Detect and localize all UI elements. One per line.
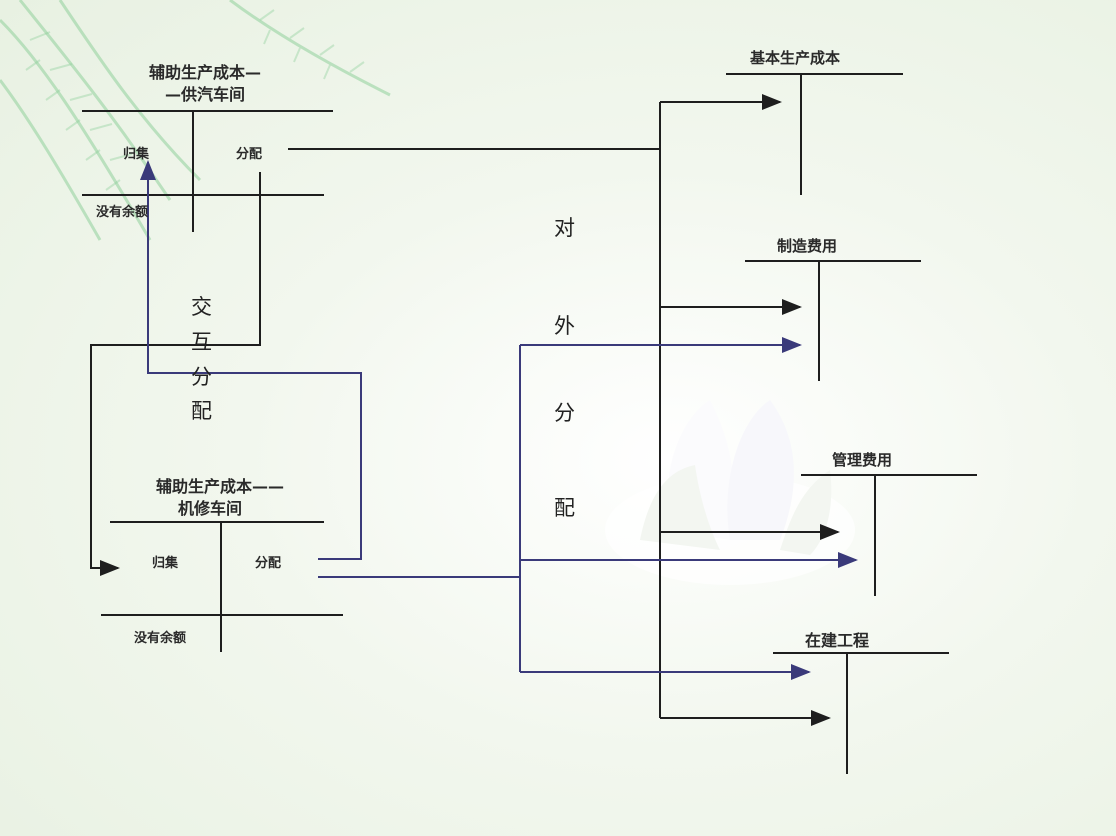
external-char-1: 对 — [554, 216, 575, 240]
repair-workshop-title-line1: 辅助生产成本—— — [155, 477, 284, 496]
steam-balance-label: 没有余额 — [96, 205, 149, 220]
repair-workshop-title-line2: 机修车间 — [177, 499, 242, 518]
repair-external-allocation — [318, 337, 858, 680]
target-administrative-expenses: 管理费用 — [832, 451, 893, 469]
repair-balance-label: 没有余额 — [134, 631, 187, 646]
steam-workshop-title: 辅助生产成本— —供汽车间 — [120, 62, 290, 106]
target-construction-in-progress: 在建工程 — [805, 631, 870, 650]
interactive-char-2: 互 — [191, 330, 212, 354]
steam-workshop-title-line1: 辅助生产成本— — [148, 63, 261, 82]
steam-external-allocation — [288, 94, 840, 726]
steam-workshop-t-account — [82, 110, 333, 232]
target-t-accounts — [726, 73, 977, 774]
target-manufacturing-overhead: 制造费用 — [777, 237, 838, 255]
interactive-char-4: 配 — [191, 399, 212, 423]
repair-workshop-t-account — [101, 521, 343, 652]
external-char-3: 分 — [554, 401, 575, 425]
external-char-4: 配 — [554, 496, 575, 520]
interactive-char-1: 交 — [191, 295, 212, 319]
steam-credit-label: 分配 — [236, 147, 263, 162]
target-basic-production-cost: 基本生产成本 — [750, 49, 841, 67]
interactive-char-3: 分 — [191, 365, 212, 389]
external-char-2: 外 — [554, 314, 575, 338]
repair-to-steam-arrow — [140, 160, 362, 560]
steam-workshop-title-line2: —供汽车间 — [164, 85, 245, 104]
steam-to-repair-arrow — [90, 172, 261, 576]
steam-debit-label: 归集 — [123, 147, 150, 162]
repair-workshop-title: 辅助生产成本—— 机修车间 — [125, 476, 315, 520]
repair-credit-label: 分配 — [255, 556, 282, 571]
repair-debit-label: 归集 — [152, 556, 179, 571]
